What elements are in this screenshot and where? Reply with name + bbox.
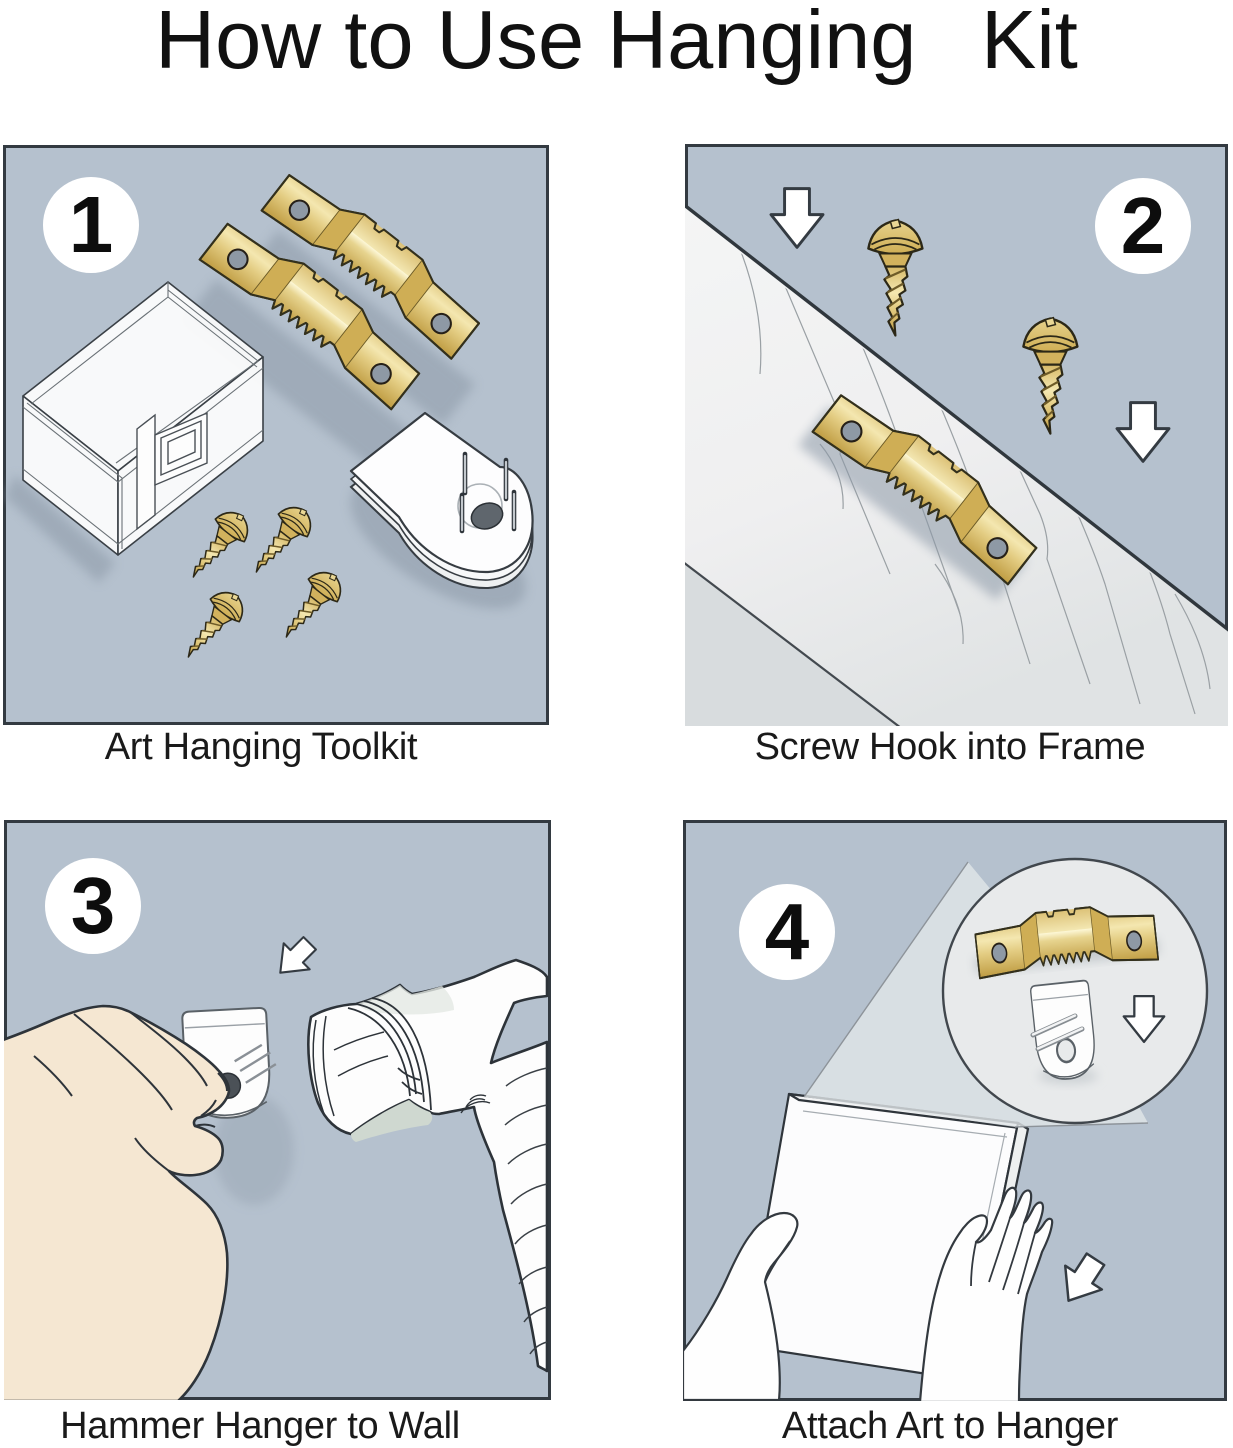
svg-text:2: 2	[1121, 181, 1166, 270]
svg-text:3: 3	[71, 861, 116, 950]
svg-text:4: 4	[765, 887, 810, 976]
svg-text:1: 1	[69, 180, 114, 269]
